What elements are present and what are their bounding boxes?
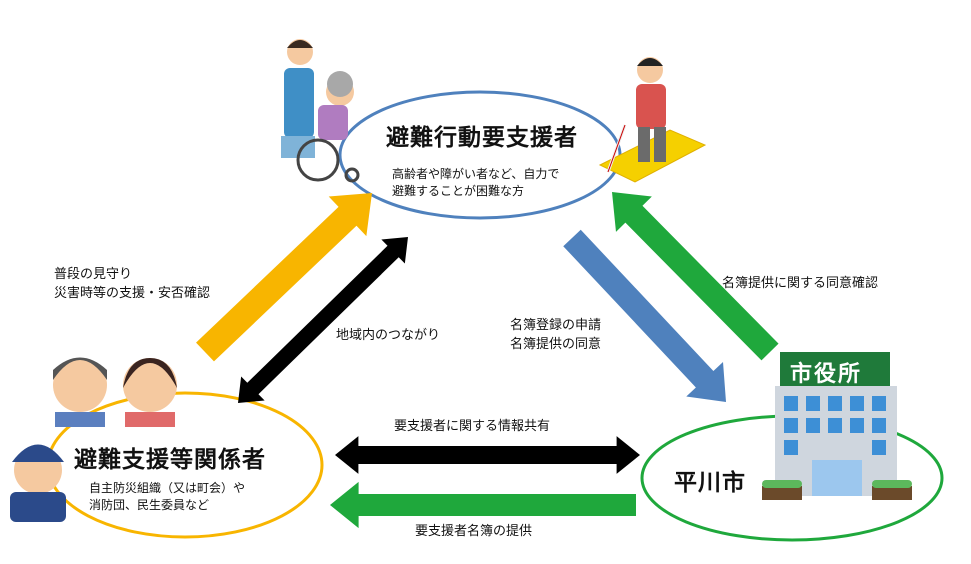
window [784,418,798,433]
black-double-arrow-community [238,237,408,403]
blue-arrow-registration [563,229,726,402]
window [872,440,886,455]
residents-illustration [10,357,177,522]
supporters-title: 避難支援等関係者 [74,447,266,473]
label-info-share: 要支援者に関する情報共有 [394,419,551,434]
window [784,440,798,455]
label-watch-line1: 普段の見守り [54,267,133,282]
label-register-line1: 名簿登録の申請 [510,318,602,333]
window [828,396,842,411]
window [872,396,886,411]
window [784,396,798,411]
green-arrow-consent-check [612,192,779,361]
label-watch-line2: 災害時等の支援・安否確認 [54,286,211,301]
target-desc-line2: 避難することが困難な方 [392,184,525,198]
yellow-arrow-watch [196,193,372,362]
caregiver-wheelchair-illustration [281,39,360,183]
green-arrow-list-provide [330,481,636,529]
city-title: 平川市 [674,470,746,496]
black-double-arrow-info-share [335,436,640,474]
label-community: 地域内のつながり [336,328,441,343]
window [872,418,886,433]
label-list-provide: 要支援者名簿の提供 [415,524,533,539]
city-hall-sign: 市役所 [790,362,863,387]
city-hall-building-illustration [762,352,912,500]
target-desc-line1: 高齢者や障がい者など、自力で [392,167,560,181]
window [806,418,820,433]
visually-impaired-person-illustration [598,57,707,183]
target-title: 避難行動要支援者 [386,125,578,151]
window [850,396,864,411]
label-register-line2: 名簿提供の同意 [510,337,602,352]
supporters-desc-line1: 自主防災組織（又は町会）や [89,481,246,495]
window [850,418,864,433]
window [806,396,820,411]
supporters-desc-line2: 消防団、民生委員など [89,498,210,512]
label-consent-check: 名簿提供に関する同意確認 [722,276,879,291]
window [828,418,842,433]
